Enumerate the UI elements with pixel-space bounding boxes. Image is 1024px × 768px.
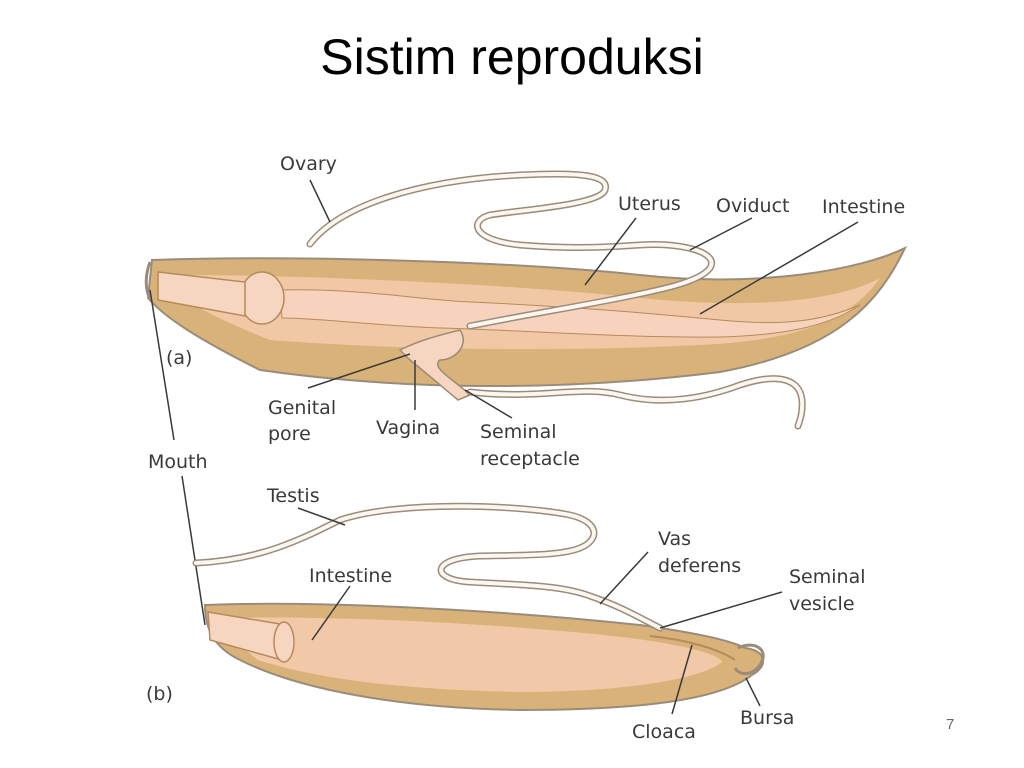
label-vas-deferens-line1: Vas: [658, 528, 691, 550]
label-cloaca: Cloaca: [632, 721, 696, 743]
label-vas-deferens-line2: deferens: [658, 555, 741, 577]
label-seminal-vesicle-line1: Seminal: [789, 566, 866, 588]
page-number: 7: [946, 716, 955, 733]
male-spicule: [649, 635, 736, 661]
label-seminal-receptacle-line1: Seminal: [480, 421, 557, 443]
label-vagina: Vagina: [376, 417, 440, 439]
male-worm: [192, 502, 765, 712]
label-panel-b: (b): [146, 683, 173, 705]
uterus-junction: [398, 329, 472, 401]
female-intestine: [279, 289, 861, 338]
label-testis: Testis: [266, 485, 320, 507]
label-genital-pore-line1: Genital: [268, 397, 336, 419]
label-seminal-vesicle-line2: vesicle: [789, 593, 855, 615]
label-intestine-a: Intestine: [822, 196, 905, 218]
slide-title: Sistim reproduksi: [320, 29, 704, 85]
label-panel-a: (a): [166, 347, 192, 369]
female-worm: [144, 170, 908, 430]
label-seminal-receptacle-line2: receptacle: [480, 448, 580, 470]
label-genital-pore-line2: pore: [268, 423, 311, 445]
seminal-receptacle-tube-fill: [468, 376, 805, 428]
female-leader-lines: [307, 179, 859, 419]
male-pharynx-bulb: [273, 621, 295, 663]
female-pharynx-bulb: [239, 271, 285, 325]
ovary-tube-fill: [308, 171, 714, 328]
male-leader-lines: [297, 507, 783, 715]
label-ovary: Ovary: [280, 153, 337, 175]
mouth-leader-lines: [149, 289, 206, 626]
female-head: [144, 261, 152, 299]
male-body-inner: [228, 617, 722, 692]
label-intestine-b: Intestine: [309, 565, 392, 587]
testis-tube-fill: [194, 504, 662, 630]
male-bursa: [733, 643, 765, 676]
label-oviduct: Oviduct: [716, 195, 789, 217]
female-pharynx: [157, 271, 246, 317]
label-mouth: Mouth: [148, 451, 208, 473]
label-uterus: Uterus: [618, 193, 681, 215]
label-bursa: Bursa: [740, 707, 794, 729]
